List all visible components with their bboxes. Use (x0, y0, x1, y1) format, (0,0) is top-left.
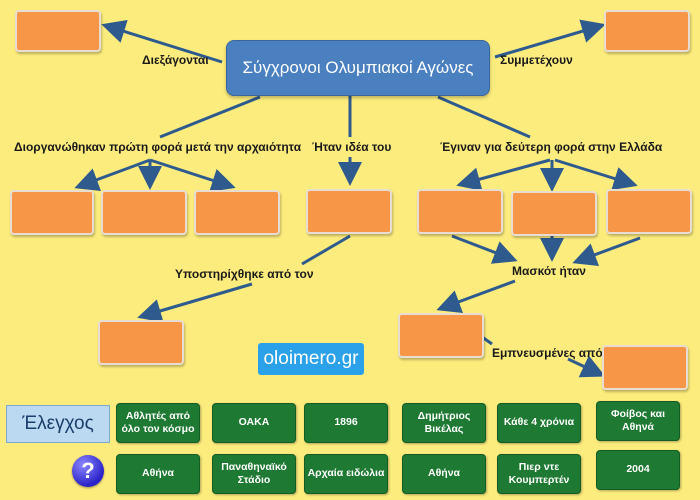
drop-slot-held[interactable] (15, 10, 101, 52)
drop-slot-organized-3[interactable] (194, 190, 280, 235)
drop-slot-organized-1[interactable] (10, 190, 94, 235)
answer-tile[interactable]: Αθήνα (116, 454, 200, 494)
answer-tile[interactable]: Παναθηναϊκό Στάδιο (212, 454, 296, 494)
answer-tile[interactable]: Κάθε 4 χρόνια (497, 403, 581, 443)
arrow-mascot-down (436, 279, 516, 314)
arrow-organized (159, 95, 261, 139)
answer-tile[interactable]: Αθήνα (402, 454, 486, 494)
check-button[interactable]: Έλεγχος (6, 405, 110, 443)
answer-tile[interactable]: 1896 (304, 403, 388, 443)
answer-tile[interactable]: Αρχαία ειδώλια (304, 454, 388, 494)
drop-slot-second-2[interactable] (511, 191, 597, 236)
drop-slot-inspired-by[interactable] (602, 345, 688, 390)
drop-slot-second-1[interactable] (417, 189, 503, 234)
answer-tile[interactable]: 2004 (596, 450, 680, 490)
arrow-mascot-1 (451, 234, 518, 264)
arrow-support-down (137, 282, 253, 323)
answer-tile[interactable]: Δημήτριος Βικέλας (402, 403, 486, 443)
answer-tile[interactable]: ΟΑΚΑ (212, 403, 296, 443)
central-topic: Σύγχρονοι Ολυμπιακοί Αγώνες (226, 40, 490, 96)
answer-tile[interactable]: Πιερ ντε Κουμπερτέν (497, 454, 581, 494)
drop-slot-mascot[interactable] (398, 313, 484, 358)
arrow-mascot-3 (572, 236, 641, 266)
answer-tile[interactable]: Φοίβος και Αθηνά (596, 401, 680, 441)
drop-slot-second-3[interactable] (606, 189, 692, 234)
label-supported-by: Υποστηρίχθηκε από τον (175, 267, 314, 281)
arrow-sec-1 (456, 158, 551, 191)
label-inspired-by: Εμπνευσμένες από (492, 346, 603, 360)
drop-slot-participate[interactable] (604, 10, 690, 52)
label-held: Διεξάγονται (142, 53, 209, 67)
label-mascot: Μασκότ ήταν (512, 264, 586, 278)
arrow-support (301, 234, 351, 266)
label-organized-first: Διοργανώθηκαν πρώτη φορά μετά την αρχαιό… (14, 140, 302, 154)
arrow-second (437, 95, 531, 139)
site-logo: oloimero.gr (258, 343, 364, 375)
drop-slot-idea-of[interactable] (306, 189, 392, 234)
drop-slot-organized-2[interactable] (101, 190, 187, 235)
arrow-org-1 (74, 158, 151, 191)
answer-tile[interactable]: Αθλητές από όλο τον κόσμο (116, 403, 200, 443)
help-icon[interactable]: ? (72, 455, 104, 487)
label-idea-of: Ήταν ιδέα του (312, 140, 392, 154)
label-participate: Συμμετέχουν (500, 53, 573, 67)
arrow-org-3 (149, 158, 236, 192)
arrow-inspired-down (567, 355, 606, 378)
drop-slot-supported-by[interactable] (98, 320, 184, 365)
label-second-time: Έγιναν για δεύτερη φορά στην Ελλάδα (440, 140, 663, 154)
arrow-sec-3 (554, 158, 638, 191)
